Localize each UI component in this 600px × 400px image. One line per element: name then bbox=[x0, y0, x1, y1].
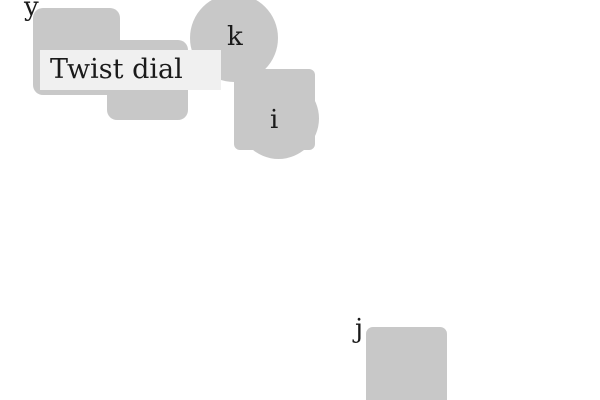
shape-i-label: i bbox=[270, 105, 279, 135]
shape-k-label: k bbox=[227, 22, 243, 52]
shape-y-label: y bbox=[24, 0, 39, 22]
instruction-label: Twist dial bbox=[40, 50, 221, 90]
shape-j[interactable] bbox=[366, 327, 447, 400]
shape-i-square[interactable] bbox=[234, 69, 315, 150]
shape-j-label: j bbox=[355, 314, 364, 344]
